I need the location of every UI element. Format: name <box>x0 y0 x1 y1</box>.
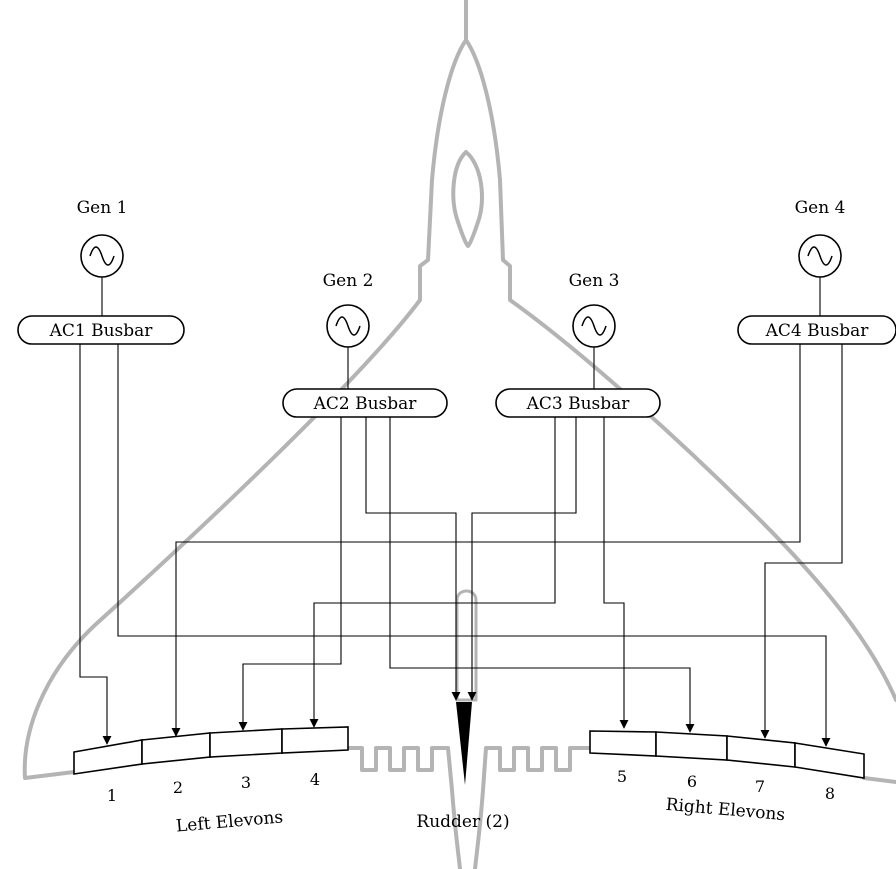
ac3-busbar-label: AC3 Busbar <box>526 394 631 414</box>
ac-sine-icon <box>807 246 833 266</box>
busbar-ac1: AC1 Busbar <box>17 315 185 345</box>
elevon-6-number: 6 <box>687 772 697 791</box>
rudder-label: Rudder (2) <box>416 812 509 832</box>
elevon-7 <box>726 735 796 768</box>
elevon-1-number: 1 <box>107 786 117 805</box>
ac1-busbar-label: AC1 Busbar <box>49 321 154 341</box>
elevon-6 <box>655 731 728 761</box>
generator-gen3: Gen 3 <box>569 271 620 389</box>
wire-ac4-elevon7 <box>760 344 843 739</box>
busbar-ac2: AC2 Busbar <box>282 388 448 418</box>
wire-ac3-elevon4 <box>309 417 556 728</box>
elevon-5 <box>589 730 657 757</box>
busbar-ac4: AC4 Busbar <box>737 315 896 345</box>
elevon-8-number: 8 <box>825 784 835 803</box>
wire-ac1-elevon1 <box>79 344 112 745</box>
elevon-7-number: 7 <box>755 777 765 796</box>
generator-gen1: Gen 1 <box>77 198 128 316</box>
right-elevons: 5 6 7 8 Right Elevons <box>589 730 865 825</box>
ac-sine-icon <box>89 246 115 266</box>
busbar-ac3: AC3 Busbar <box>495 388 661 418</box>
generator-gen4: Gen 4 <box>795 198 846 316</box>
gen4-label: Gen 4 <box>795 198 846 218</box>
ac-sine-icon <box>335 316 361 336</box>
wire-ac2-rudder <box>365 417 461 701</box>
wire-ac2-elevon6 <box>389 417 695 733</box>
gen3-label: Gen 3 <box>569 271 620 291</box>
wire-ac4-elevon2 <box>171 344 801 737</box>
gen1-label: Gen 1 <box>77 198 128 218</box>
wiring <box>79 344 843 747</box>
elevon-4 <box>281 726 349 754</box>
elevon-5-number: 5 <box>617 767 627 786</box>
wire-ac2-elevon3 <box>238 417 342 731</box>
elevon-3-number: 3 <box>241 773 251 792</box>
aircraft-outline <box>22 0 896 869</box>
elevon-4-number: 4 <box>310 770 320 789</box>
wire-ac3-elevon5 <box>603 417 629 729</box>
left-elevons: 1 2 3 4 Left Elevons <box>73 726 349 837</box>
elevon-3 <box>209 728 283 758</box>
ac-sine-icon <box>581 316 607 336</box>
elevon-2-number: 2 <box>173 778 183 797</box>
wire-ac3-rudder <box>467 417 577 701</box>
ac4-busbar-label: AC4 Busbar <box>765 321 870 341</box>
ac2-busbar-label: AC2 Busbar <box>313 394 418 414</box>
generator-gen2: Gen 2 <box>323 271 374 389</box>
elevon-1 <box>73 739 143 775</box>
gen2-label: Gen 2 <box>323 271 374 291</box>
right-elevons-label: Right Elevons <box>665 795 786 825</box>
rudder-shape <box>456 702 472 785</box>
elevon-2 <box>141 732 211 765</box>
left-elevons-label: Left Elevons <box>175 807 284 836</box>
elevon-8 <box>794 742 865 779</box>
